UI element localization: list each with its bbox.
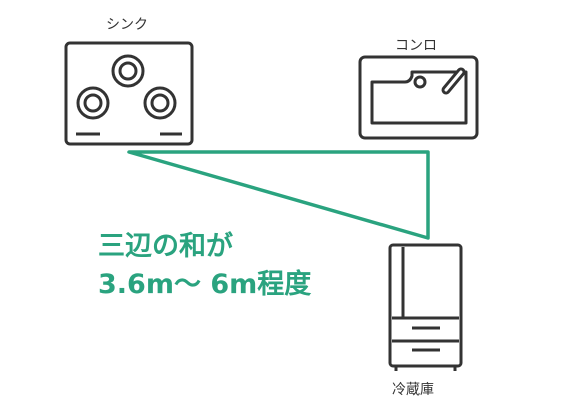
sink-label: シンク xyxy=(106,17,148,33)
work-triangle xyxy=(127,150,430,240)
fridge-label: 冷蔵庫 xyxy=(392,382,434,398)
sink-basin-icon xyxy=(358,55,479,140)
refrigerator-icon xyxy=(388,243,463,371)
stove-label: コンロ xyxy=(395,38,437,54)
perimeter-note-line2: 3.6m〜 6m程度 xyxy=(98,269,312,300)
cooktop-icon xyxy=(64,41,194,146)
perimeter-note-line1: 三辺の和が xyxy=(98,231,233,262)
